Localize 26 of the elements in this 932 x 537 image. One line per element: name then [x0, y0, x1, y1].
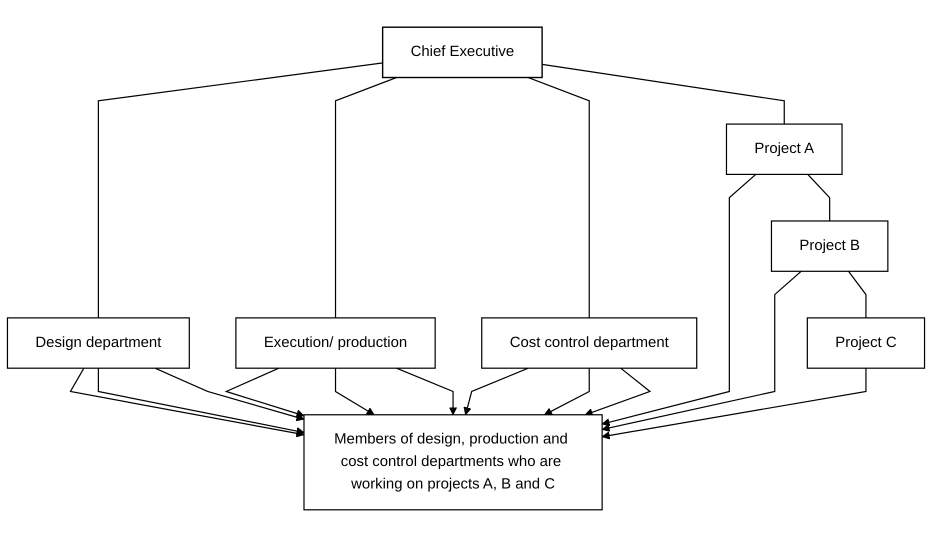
- connector: [542, 64, 785, 124]
- arrow: [69, 368, 304, 438]
- arrow: [584, 368, 652, 416]
- arrow: [396, 368, 458, 416]
- connector: [848, 270, 867, 318]
- arrow: [602, 174, 756, 426]
- node-box: Project C: [806, 317, 926, 369]
- arrow: [602, 270, 802, 432]
- connector: [528, 76, 590, 318]
- arrow: [98, 368, 304, 436]
- connector: [98, 62, 383, 318]
- arrow: [602, 368, 867, 440]
- arrow: [224, 368, 304, 418]
- node-box: Execution/ production: [235, 317, 436, 369]
- connector: [334, 76, 397, 318]
- node-box: Design department: [6, 317, 190, 369]
- connector: [807, 174, 830, 221]
- node-box: Project B: [770, 220, 888, 272]
- node-box: Members of design, production and cost control departments who are working on projects A, B and C: [303, 414, 603, 510]
- node-box: Chief Executive: [382, 26, 543, 78]
- arrow: [154, 368, 304, 422]
- node-box: Cost control department: [481, 317, 698, 369]
- arrow: [334, 368, 375, 416]
- arrow: [463, 368, 528, 416]
- arrow: [544, 368, 590, 416]
- node-box: Project A: [726, 123, 843, 175]
